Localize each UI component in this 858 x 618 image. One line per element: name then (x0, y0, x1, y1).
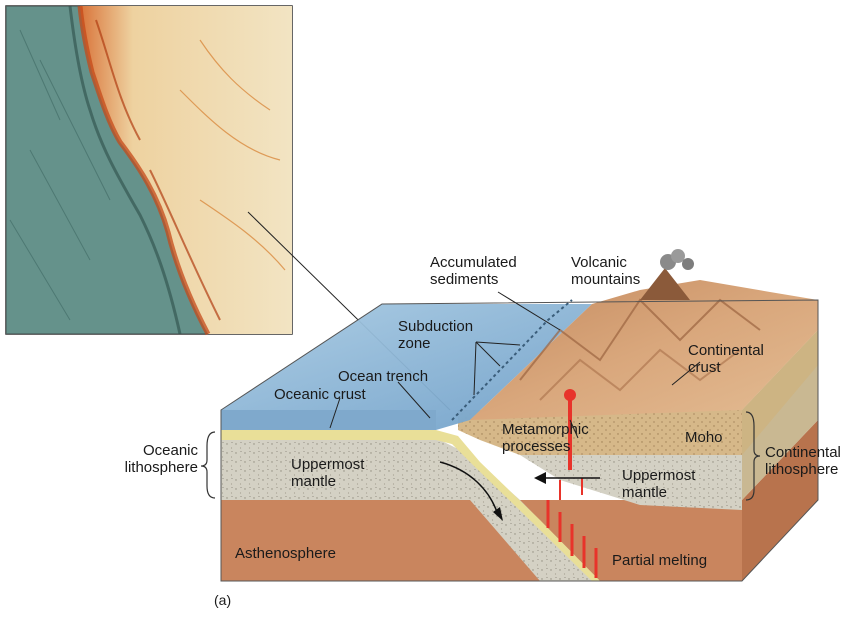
label-oceanic-lithosphere: Oceanic lithosphere (102, 442, 198, 476)
mantle-flow-arrowhead (534, 472, 546, 484)
label-moho: Moho (685, 429, 723, 446)
label-subduction-zone: Subduction zone (398, 318, 473, 352)
label-uppermost-mantle-left: Uppermost mantle (291, 456, 364, 490)
label-partial-melting: Partial melting (612, 552, 707, 569)
label-oceanic-crust: Oceanic crust (274, 386, 366, 403)
oceanic-lithosphere-bracket (201, 432, 215, 498)
label-continental-crust: Continental crust (688, 342, 764, 376)
volcanic-plume (660, 249, 694, 270)
label-volcanic-mountains: Volcanic mountains (571, 254, 640, 288)
label-continental-lithosphere: Continental lithosphere (765, 444, 841, 478)
label-ocean-trench: Ocean trench (338, 368, 428, 385)
label-accumulated-sediments: Accumulated sediments (430, 254, 517, 288)
panel-label: (a) (214, 592, 231, 609)
relief-map-inset (6, 6, 292, 334)
label-asthenosphere: Asthenosphere (235, 545, 336, 562)
label-metamorphic-processes: Metamorphic processes (502, 421, 589, 455)
block-diagram (221, 249, 818, 581)
label-uppermost-mantle-right: Uppermost mantle (622, 467, 695, 501)
